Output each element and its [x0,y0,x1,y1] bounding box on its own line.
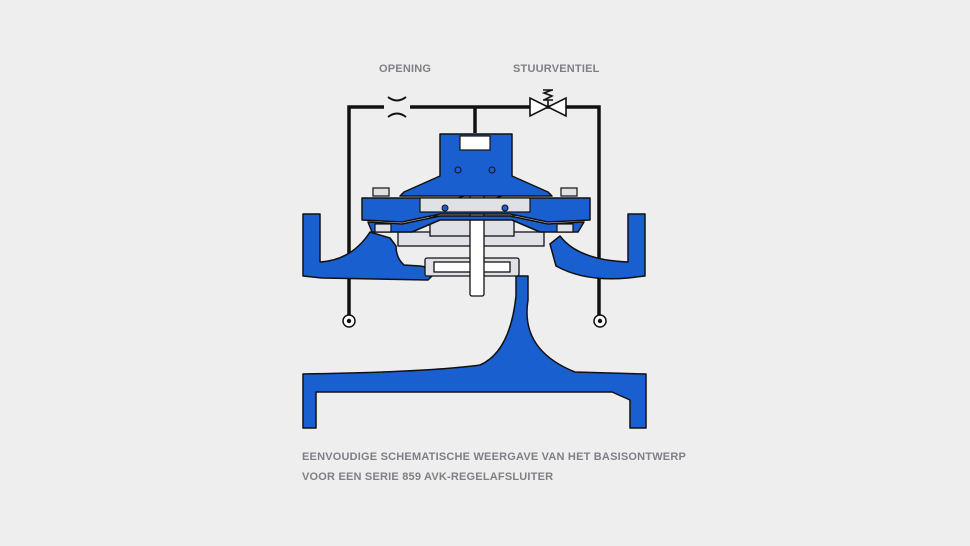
port-markers [441,166,509,212]
lower-cover [367,215,585,233]
flange-bolts [372,187,578,233]
pilot-valve-symbol [529,89,567,118]
bolt-head-left-top [372,187,390,197]
valve-body-right [549,213,646,280]
top-plug [459,135,491,151]
orifice-symbol [387,96,407,118]
caption-line-2: VOOR EEN SERIE 859 AVK-REGELAFSLUITER [302,471,554,483]
pipe-fittings [342,314,607,328]
opening-label: OPENING [379,63,432,75]
control-piping [347,105,601,318]
diaphragm [419,197,531,213]
valve-body-base [302,275,647,429]
bolt-head-right-top [560,187,578,197]
pilot-valve-label: STUURVENTIEL [513,63,600,75]
bonnet-cap [399,133,553,197]
caption-line-1: EENVOUDIGE SCHEMATISCHE WEERGAVE VAN HET… [302,451,687,463]
orifice-gap [384,103,410,111]
bolt-nut-left [374,223,392,233]
bolt-nut-right [556,223,574,233]
